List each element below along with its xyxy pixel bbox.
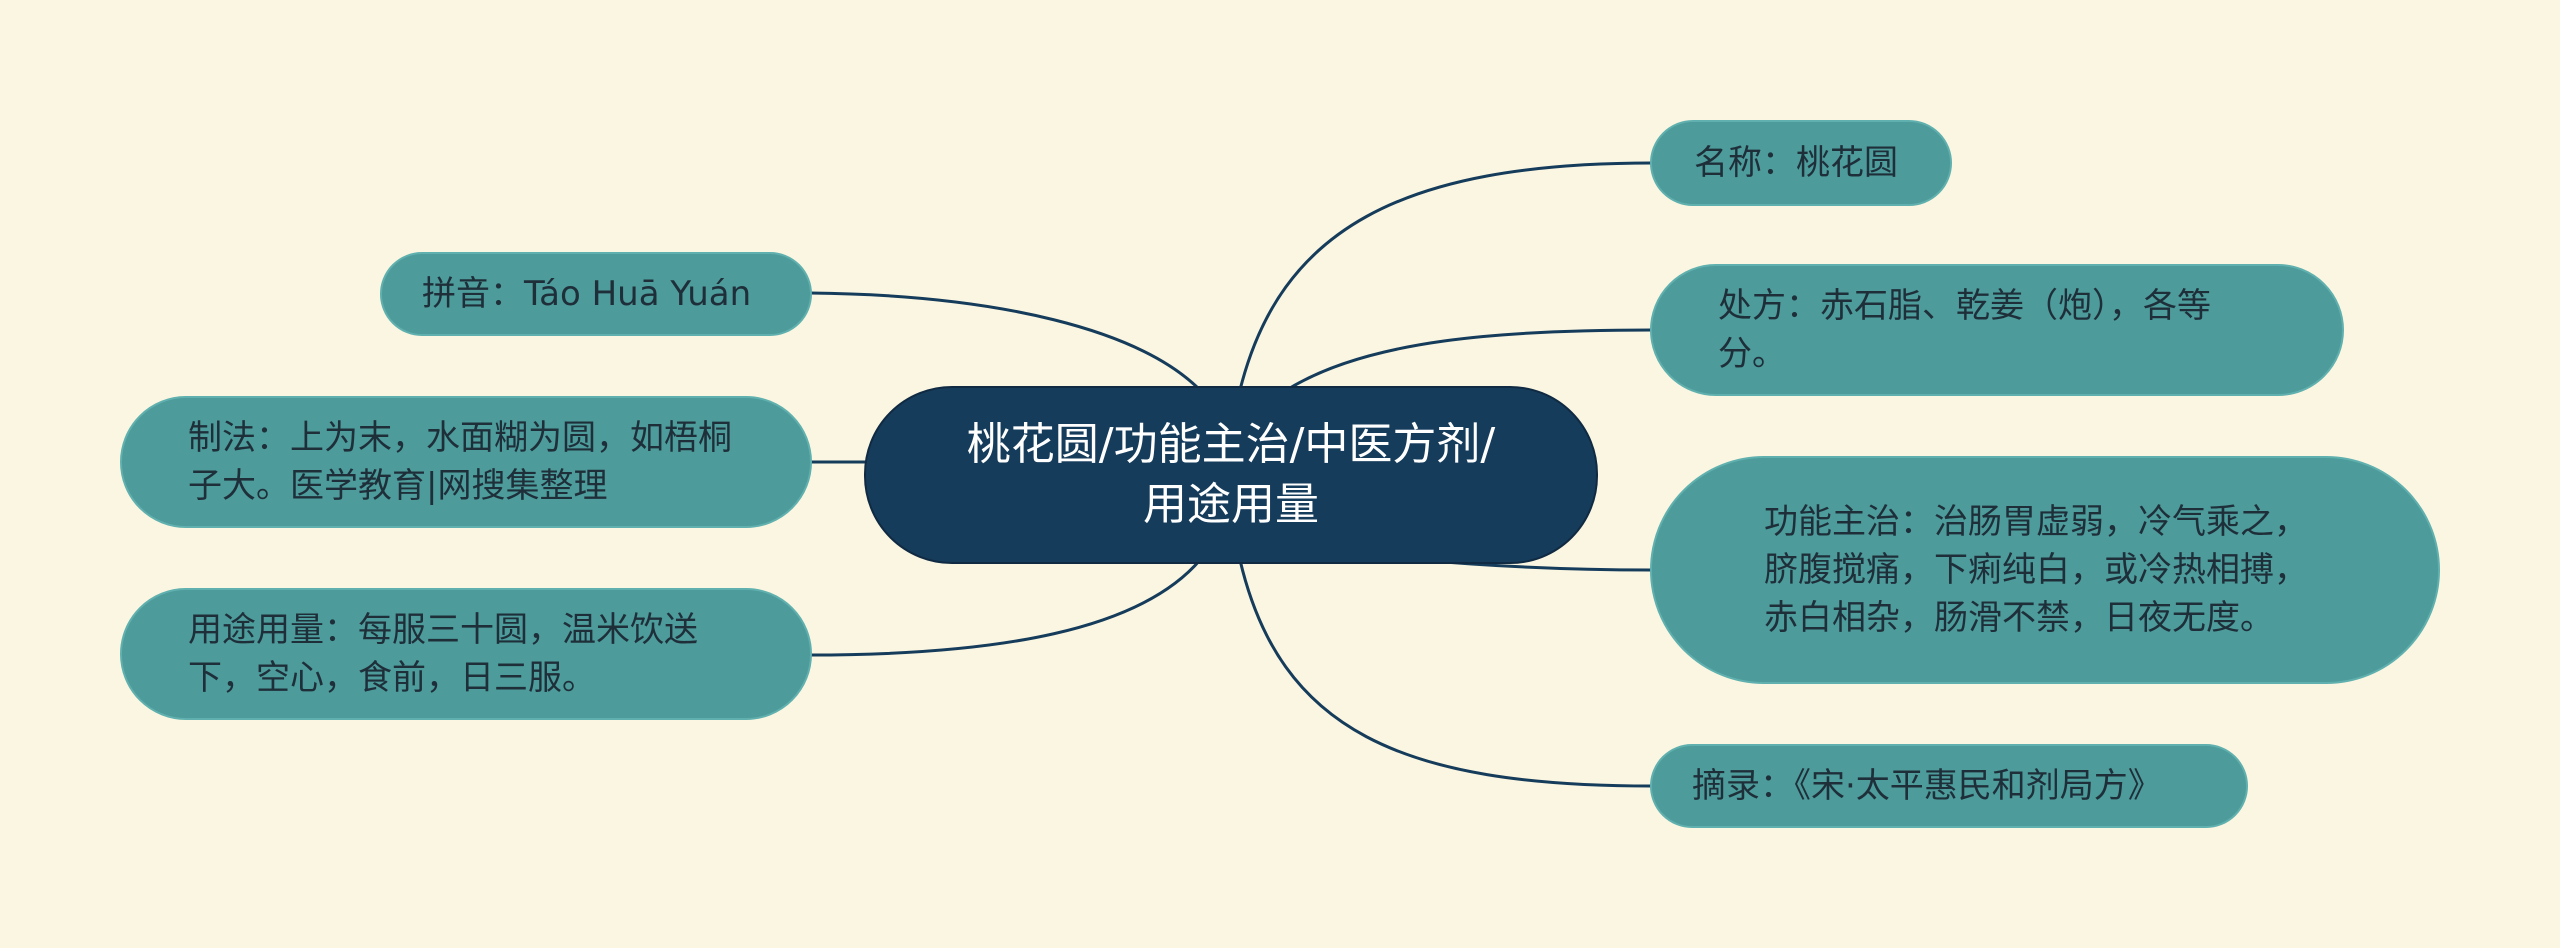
connector-usage (809, 559, 1202, 657)
node-usage[interactable]: 用途用量：每服三十圆，温米饮送下，空心，食前，日三服。 (120, 588, 812, 720)
node-source-label: 摘录：《宋·太平惠民和剂局方》 (1692, 766, 2162, 806)
node-name-label: 名称：桃花圆 (1694, 143, 1898, 183)
root-label: 桃花圆/功能主治/中医方剂/用途用量 (966, 419, 1496, 530)
node-pinyin[interactable]: 拼音：Táo Huā Yuán (380, 252, 812, 336)
node-pinyin-label: 拼音：Táo Huā Yuán (422, 274, 752, 314)
connector-source (1238, 559, 1653, 788)
node-function[interactable]: 功能主治：治肠胃虚弱，冷气乘之，脐腹搅痛，下痢纯白，或冷热相搏，赤白相杂，肠滑不… (1650, 456, 2440, 684)
node-source[interactable]: 摘录：《宋·太平惠民和剂局方》 (1650, 744, 2248, 828)
connector-prescription (1289, 328, 1653, 390)
node-prescription[interactable]: 处方：赤石脂、乾姜（炮），各等分。 (1650, 264, 2344, 396)
node-prescription-label: 处方：赤石脂、乾姜（炮），各等分。 (1718, 286, 2211, 374)
node-name[interactable]: 名称：桃花圆 (1650, 120, 1952, 206)
connector-name (1238, 161, 1653, 391)
root-node[interactable]: 桃花圆/功能主治/中医方剂/用途用量 (864, 386, 1598, 564)
node-method-label: 制法：上为末，水面糊为圆，如梧桐子大。医学教育|网搜集整理 (188, 418, 732, 506)
connector-pinyin (809, 291, 1202, 392)
node-usage-label: 用途用量：每服三十圆，温米饮送下，空心，食前，日三服。 (188, 610, 698, 698)
node-method[interactable]: 制法：上为末，水面糊为圆，如梧桐子大。医学教育|网搜集整理 (120, 396, 812, 528)
node-function-label: 功能主治：治肠胃虚弱，冷气乘之，脐腹搅痛，下痢纯白，或冷热相搏，赤白相杂，肠滑不… (1764, 502, 2308, 638)
